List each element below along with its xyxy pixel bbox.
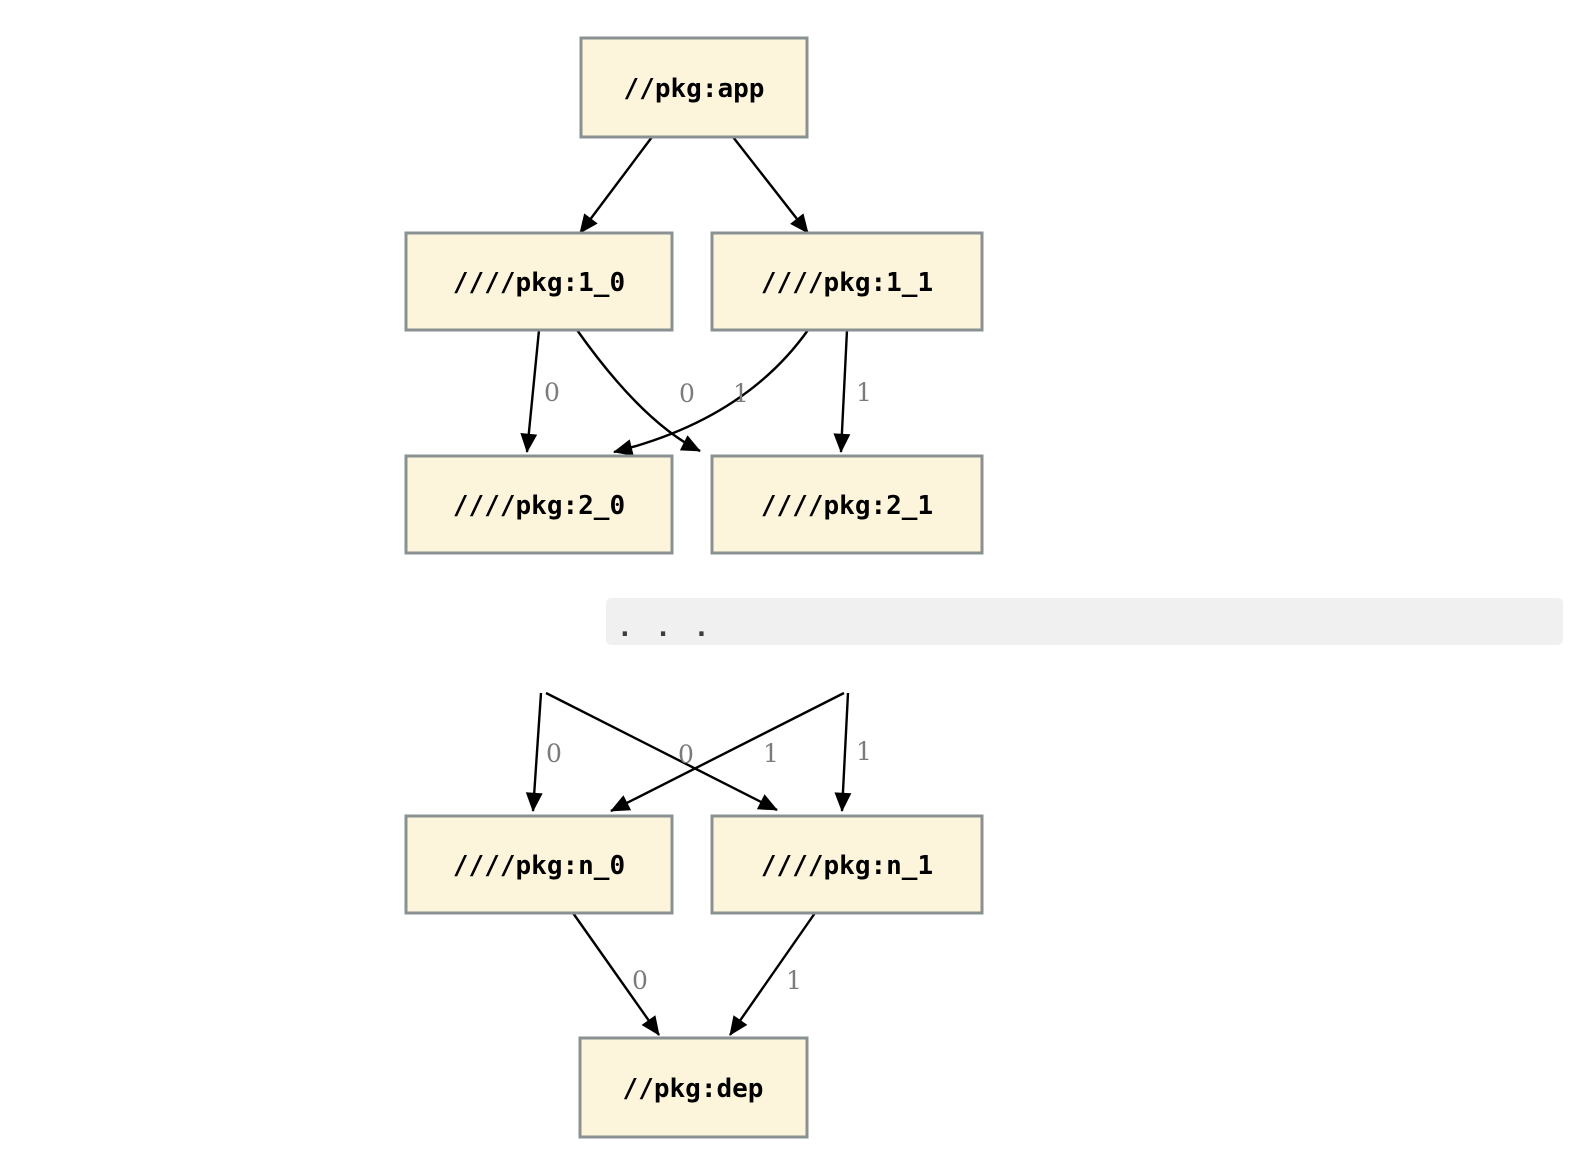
node-dep-box: [578, 1036, 809, 1139]
node-pkg-n_0-box: [404, 814, 674, 915]
edge-label-n_1-right: 1: [856, 737, 872, 766]
node-dep: //pkg:dep: [578, 1036, 809, 1139]
edge-label-n_0-to-dep: 0: [632, 966, 648, 995]
edge-1_1-to-2_0: [613, 329, 809, 456]
node-pkg-2_0-label: ////pkg:2_0: [453, 491, 625, 521]
node-pkg-2_1-label: ////pkg:2_1: [761, 491, 933, 521]
node-app: //pkg:app: [579, 36, 809, 139]
node-pkg-1_1-label: ////pkg:1_1: [761, 268, 933, 298]
node-pkg-1_0-box: [404, 231, 674, 332]
node-pkg-1_1: ////pkg:1_1: [710, 231, 984, 332]
edge-label-1_1-to-2_1: 1: [856, 378, 872, 407]
edge-label-1_1-to-2_0: 0: [679, 379, 695, 408]
edge-prev-to-n_1-right: [834, 692, 852, 812]
node-pkg-n_0-label: ////pkg:n_0: [453, 851, 625, 881]
node-pkg-1_1-box: [710, 231, 984, 332]
edge-n_1-to-dep: [729, 912, 816, 1036]
node-pkg-1_0-label: ////pkg:1_0: [453, 268, 625, 298]
node-pkg-n_0: ////pkg:n_0: [404, 814, 674, 915]
node-pkg-2_1: ////pkg:2_1: [710, 454, 984, 555]
edge-app-to-1_1: [732, 136, 809, 234]
edge-label-n_1-to-dep: 1: [786, 966, 802, 995]
node-pkg-2_1-box: [710, 454, 984, 555]
node-dep-label: //pkg:dep: [623, 1074, 764, 1104]
edge-app-to-1_0: [579, 136, 653, 234]
edge-label-n_0-cross: 0: [678, 740, 694, 769]
edge-prev-to-n_1-cross: [545, 691, 778, 812]
edge-label-1_0-to-2_1: 1: [733, 379, 749, 408]
node-pkg-n_1-label: ////pkg:n_1: [761, 851, 933, 881]
node-app-label: //pkg:app: [624, 74, 765, 104]
edge-prev-to-n_0-left: [525, 692, 543, 812]
node-pkg-2_0-box: [404, 454, 674, 555]
edge-label-n_1-cross: 1: [763, 739, 779, 768]
edge-label-1_0-to-2_0: 0: [544, 378, 560, 407]
edge-1_0-to-2_0: [520, 329, 541, 453]
edge-1_1-to-2_1: [833, 329, 851, 453]
node-pkg-2_0: ////pkg:2_0: [404, 454, 674, 555]
node-pkg-n_1-box: [710, 814, 984, 915]
edge-n_0-to-dep: [572, 912, 660, 1036]
edge-label-n_0-left: 0: [546, 739, 562, 768]
ellipsis-dots: . . .: [617, 613, 713, 643]
edge-1_0-to-2_1: [576, 329, 701, 453]
node-pkg-n_1: ////pkg:n_1: [710, 814, 984, 915]
edge-prev-to-n_0-cross: [610, 691, 845, 813]
ellipsis-band: [606, 598, 1563, 645]
node-app-box: [579, 36, 809, 139]
node-pkg-1_0: ////pkg:1_0: [404, 231, 674, 332]
